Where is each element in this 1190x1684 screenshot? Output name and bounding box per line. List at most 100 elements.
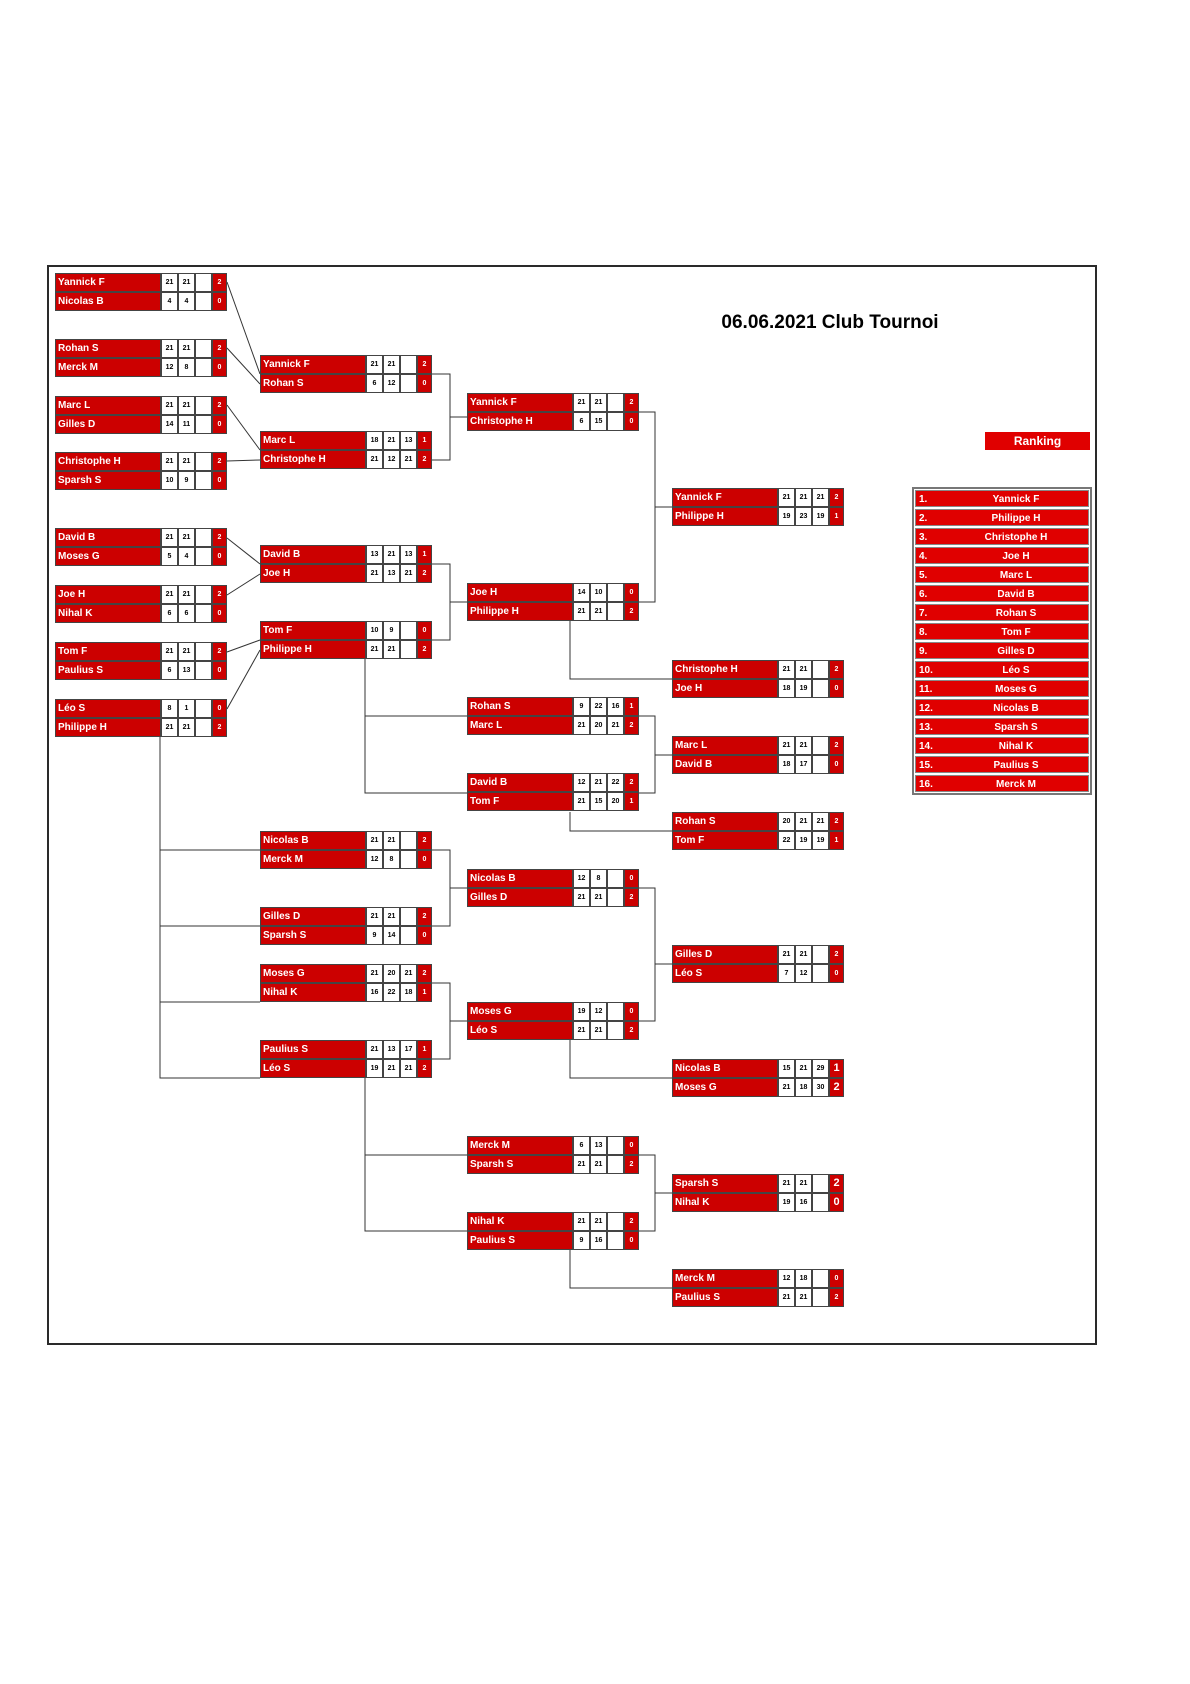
ranking-player: Nicolas B <box>993 703 1039 714</box>
set-score: 21 <box>161 718 178 737</box>
set-score: 5 <box>161 547 178 566</box>
player-name: Léo S <box>467 1021 573 1040</box>
ranking-header: Ranking <box>985 432 1090 450</box>
player-name: Sparsh S <box>260 926 366 945</box>
set-score: 21 <box>400 964 417 983</box>
set-score <box>195 585 212 604</box>
set-score: 6 <box>573 1136 590 1155</box>
player-name: Nihal K <box>260 983 366 1002</box>
player-name: Rohan S <box>467 697 573 716</box>
set-score: 21 <box>178 528 195 547</box>
connector <box>569 812 672 832</box>
match-result: 2 <box>624 773 639 792</box>
set-score: 21 <box>366 355 383 374</box>
player-name: Marc L <box>260 431 366 450</box>
set-score: 23 <box>795 507 812 526</box>
player-name: Christophe H <box>467 412 573 431</box>
set-score: 16 <box>366 983 383 1002</box>
player-name: Merck M <box>467 1136 573 1155</box>
set-score: 18 <box>778 755 795 774</box>
set-score: 21 <box>778 945 795 964</box>
set-score: 21 <box>178 273 195 292</box>
player-name: Philippe H <box>260 640 366 659</box>
ranking-row: 7.Rohan S <box>915 604 1089 621</box>
player-name: Léo S <box>672 964 778 983</box>
set-score: 21 <box>778 1078 795 1097</box>
match-result: 0 <box>829 679 844 698</box>
player-name: Marc L <box>55 396 161 415</box>
set-score <box>607 393 624 412</box>
set-score <box>400 355 417 374</box>
set-score: 21 <box>573 716 590 735</box>
set-score: 4 <box>178 292 195 311</box>
set-score: 21 <box>178 339 195 358</box>
connector <box>364 659 467 794</box>
set-score: 9 <box>383 621 400 640</box>
set-score: 19 <box>795 831 812 850</box>
set-score: 13 <box>400 545 417 564</box>
ranking-player: Merck M <box>995 779 1036 790</box>
set-score <box>812 964 829 983</box>
set-score <box>607 602 624 621</box>
set-score <box>195 358 212 377</box>
set-score: 21 <box>400 450 417 469</box>
set-score: 17 <box>795 755 812 774</box>
ranking-position: 9. <box>919 646 928 657</box>
set-score: 21 <box>383 431 400 450</box>
player-name: Gilles D <box>260 907 366 926</box>
match-result: 0 <box>212 471 227 490</box>
match-result: 2 <box>624 1021 639 1040</box>
player-name: Joe H <box>55 585 161 604</box>
set-score <box>400 926 417 945</box>
set-score <box>195 452 212 471</box>
player-name: Christophe H <box>672 660 778 679</box>
set-score: 6 <box>366 374 383 393</box>
set-score <box>812 660 829 679</box>
match-result: 2 <box>212 585 227 604</box>
match-result: 2 <box>624 716 639 735</box>
set-score: 21 <box>795 736 812 755</box>
match-result: 0 <box>417 374 432 393</box>
match-result: 2 <box>829 1288 844 1307</box>
player-name: Léo S <box>260 1059 366 1078</box>
set-score: 21 <box>178 585 195 604</box>
match-result: 2 <box>417 450 432 469</box>
set-score: 12 <box>366 850 383 869</box>
set-score <box>607 869 624 888</box>
match-result: 0 <box>212 661 227 680</box>
connector <box>226 347 261 385</box>
player-name: Merck M <box>260 850 366 869</box>
player-name: Joe H <box>672 679 778 698</box>
match-result: 2 <box>417 964 432 983</box>
match-result: 2 <box>624 888 639 907</box>
player-name: Philippe H <box>467 602 573 621</box>
set-score: 15 <box>778 1059 795 1078</box>
connector <box>569 1040 672 1079</box>
